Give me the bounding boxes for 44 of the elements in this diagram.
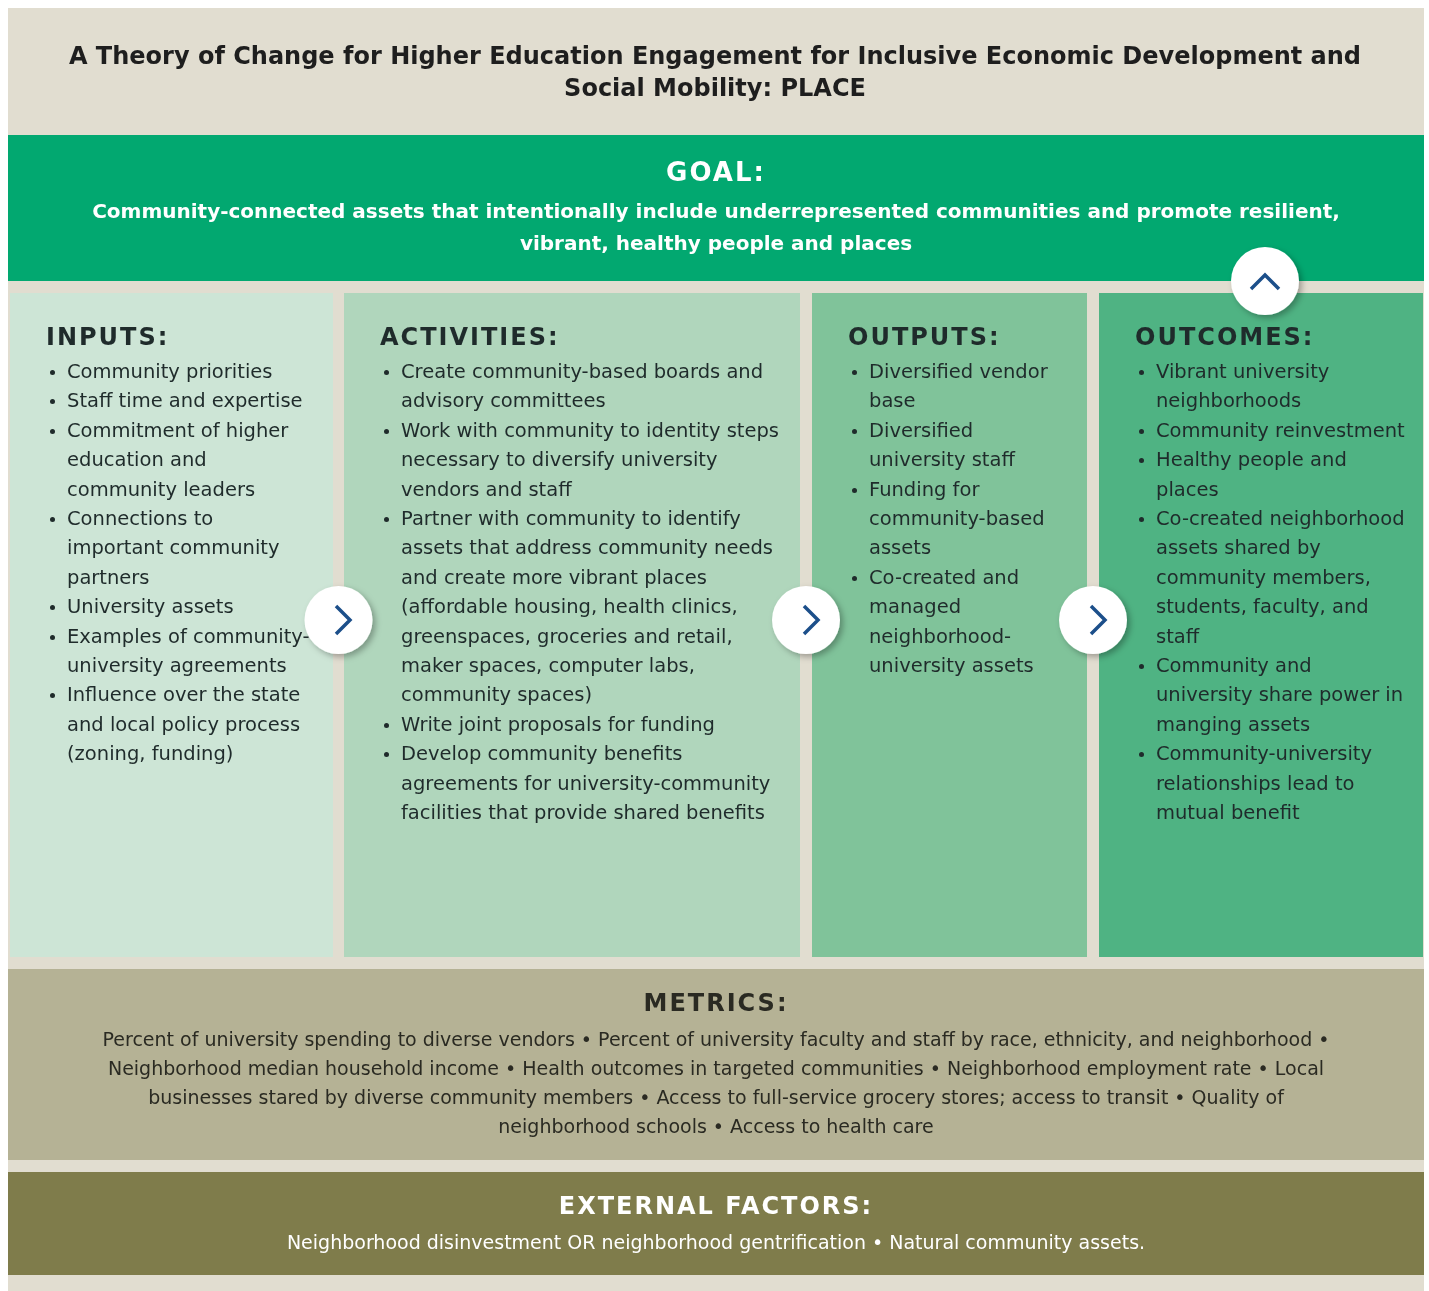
banner-panel [8, 135, 1424, 281]
bullet-item: Connections to important community partners [67, 507, 280, 589]
bullet-item: Vibrant university neighborhoods [1156, 360, 1330, 413]
bullet-item: Community and university share power in manging assets [1156, 654, 1404, 736]
column-panel [344, 293, 800, 957]
bullet-item: Work with community to identity steps necessary to diversify university vendors and staff [401, 418, 780, 501]
body-text: Community-connected assets that intentionally include underrepresented communities and promote resilient, vibrant, healthy people and places [91, 198, 1341, 257]
bullet-item: Funding for community-based assets [869, 477, 1045, 560]
banner-panel [8, 969, 1424, 1160]
banner-panel [8, 1172, 1424, 1275]
body-text: Neighborhood disinvestment OR neighborhood gentrification • Natural community assets. [285, 1230, 1147, 1255]
section-heading: INPUTS: [46, 323, 171, 351]
bullet-item: Co-created and managed neighborhood-university assets [869, 565, 1034, 678]
section-heading: OUTCOMES: [1135, 323, 1316, 351]
bullet-item: Diversified university staff [869, 418, 1015, 472]
section-heading: GOAL: [665, 157, 767, 187]
bullet-item: Commitment of higher education and community leaders [67, 418, 289, 501]
section-heading: OUTPUTS: [848, 323, 1002, 351]
bullet-item: Partner with community to identify assets that address community needs and create more vibrant places (affordable housing, health clinics, greenspaces, groceries and retail, maker spaces, computer labs, community spaces) [401, 507, 773, 707]
bullet-item: Co-created neighborhood assets shared by community members, students, faculty, and staff [1156, 507, 1405, 648]
section-heading: EXTERNAL FACTORS: [557, 1192, 875, 1220]
bullet-item: Influence over the state and local policy process (zoning, funding) [67, 683, 301, 766]
column-panel [812, 293, 1087, 957]
bullet-item: Community priorities [67, 360, 273, 383]
section-heading: ACTIVITIES: [380, 323, 561, 351]
section-heading: METRICS: [642, 989, 790, 1017]
bullet-item: Community reinvestment [1156, 418, 1405, 442]
bullet-item: Community-university relationships lead to mutual benefit [1156, 742, 1372, 825]
bullet-item: Examples of community-university agreements [67, 624, 310, 678]
chevron-arrow [333, 604, 352, 636]
column-panel [1099, 293, 1423, 957]
bullet-item: Staff time and expertise [67, 389, 303, 413]
chevron-arrow [1249, 273, 1281, 293]
bullet-item: Healthy people and places [1156, 448, 1347, 501]
bullet-item: Write joint proposals for funding [401, 712, 715, 736]
bullet-item: University assets [67, 595, 234, 619]
diagram-title: A Theory of Change for Higher Education Engagement for Inclusive Economic Development and Social Mobility: PLACE [67, 41, 1363, 104]
body-text: Percent of university spending to diverse vendors • Percent of university faculty and staff by race, ethnicity, and neighborhood • Neighborhood median household income • Health outcomes in targeted communities • Neighborhood employment rate • Local businesses stared by diverse community members • Access to full-service grocery stores; access to transit • Quality of neighborhood schools • Access to health care [101, 1027, 1331, 1139]
bullet-item: Diversified vendor base [869, 360, 1048, 413]
bullet-item: Create community-based boards and advisory committees [401, 360, 764, 413]
bullet-item: Develop community benefits agreements for university-community facilities that provide shared benefits [401, 742, 771, 825]
chevron-arrow [1087, 604, 1107, 636]
chevron-arrow [800, 604, 820, 636]
column-panel [10, 293, 333, 957]
